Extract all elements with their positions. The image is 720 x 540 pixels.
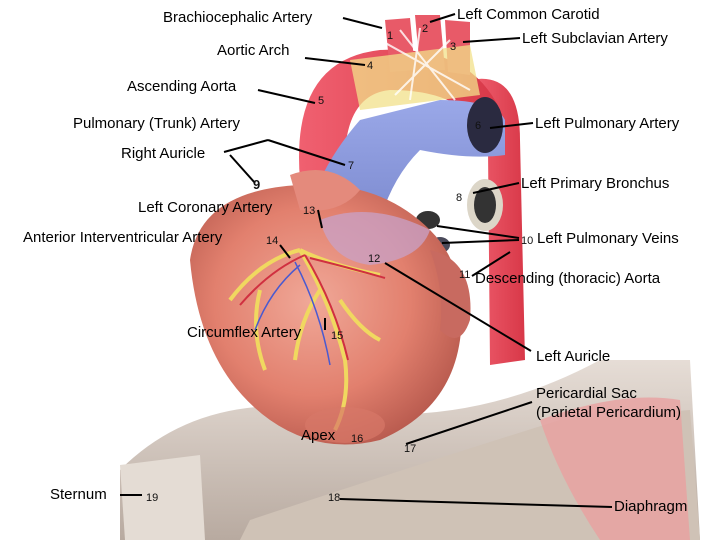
leader-left-subclavian	[462, 37, 521, 43]
label-diaphragm: Diaphragm	[614, 498, 688, 515]
label-pericardial-sac-line2: (Parietal Pericardium)	[536, 404, 682, 421]
sternum-shape	[120, 455, 205, 540]
label-anterior-interventricular-artery: Anterior Interventricular Artery	[23, 229, 223, 246]
label-pericardial-sac-line1: Pericardial Sac	[536, 385, 637, 402]
number-15: 15	[331, 330, 344, 342]
label-aortic-arch: Aortic Arch	[217, 42, 290, 59]
leader-lines	[120, 13, 613, 508]
right-auricle-shape	[290, 170, 360, 211]
leader-left-common-carotid	[429, 13, 456, 23]
label-left-pulmonary-veins: Left Pulmonary Veins	[537, 230, 679, 247]
number-6: 6	[475, 120, 482, 132]
label-sternum: Sternum	[50, 486, 107, 503]
leader-left-pulmonary-veins	[436, 225, 520, 239]
label-left-common-carotid: Left Common Carotid	[457, 6, 600, 23]
label-left-coronary-artery: Left Coronary Artery	[138, 199, 273, 216]
number-17: 17	[404, 443, 417, 455]
label-right-auricle: Right Auricle	[121, 145, 206, 162]
leader-brachiocephalic	[342, 17, 383, 29]
leader-right-auricle-3	[229, 154, 256, 184]
leader-right-auricle-2	[267, 139, 346, 166]
vessel-fat-yellow	[350, 45, 480, 110]
leader-diaphragm	[339, 498, 613, 508]
number-4: 4	[367, 60, 374, 72]
left-atrium-shape	[320, 212, 430, 265]
coronary-veins-blue	[254, 261, 331, 366]
label-pulmonary-trunk-artery: Pulmonary (Trunk) Artery	[73, 115, 240, 132]
left-auricle-shape	[430, 250, 471, 338]
vessel-net	[379, 27, 471, 101]
coronary-arteries-red	[239, 254, 386, 361]
leader-left-pulmonary-veins-2	[441, 239, 520, 244]
number-13: 13	[303, 205, 316, 217]
leader-left-pulmonary-artery	[489, 122, 534, 129]
number-16: 16	[351, 433, 364, 445]
leader-left-coronary	[317, 209, 323, 229]
number-3: 3	[450, 41, 457, 53]
leader-pericardial-sac	[405, 401, 533, 445]
number-8: 8	[456, 192, 463, 204]
number-10: 10	[521, 235, 534, 247]
label-left-subclavian-artery: Left Subclavian Artery	[522, 30, 668, 47]
leader-12	[384, 262, 532, 352]
leader-left-primary-bronchus	[472, 182, 520, 194]
label-descending-thoracic-aorta: Descending (thoracic) Aorta	[475, 270, 661, 287]
number-12: 12	[368, 253, 381, 265]
label-left-primary-bronchus: Left Primary Bronchus	[521, 175, 670, 192]
number-18: 18	[328, 492, 341, 504]
number-7: 7	[348, 160, 355, 172]
number-9: 9	[253, 177, 261, 192]
number-14: 14	[266, 235, 279, 247]
label-left-auricle: Left Auricle	[536, 348, 611, 365]
label-brachiocephalic-artery: Brachiocephalic Artery	[163, 9, 313, 26]
leader-anterior-interventricular	[279, 244, 291, 259]
label-apex: Apex	[301, 427, 336, 444]
leader-descending-aorta	[471, 251, 511, 277]
number-19: 19	[146, 492, 159, 504]
leader-right-auricle	[223, 139, 269, 153]
label-circumflex-artery: Circumflex Artery	[187, 324, 302, 341]
apex-shape	[305, 407, 385, 443]
leader-ascending-aorta	[257, 89, 316, 104]
label-left-pulmonary-artery: Left Pulmonary Artery	[535, 115, 680, 132]
number-2: 2	[422, 23, 429, 35]
number-1: 1	[387, 30, 394, 42]
diaphragm-band	[540, 397, 690, 540]
label-ascending-aorta: Ascending Aorta	[127, 78, 237, 95]
left-pulmonary-artery-opening	[467, 97, 503, 153]
leader-aortic-arch	[304, 57, 366, 66]
number-11: 11	[459, 269, 471, 281]
number-5: 5	[318, 95, 325, 107]
